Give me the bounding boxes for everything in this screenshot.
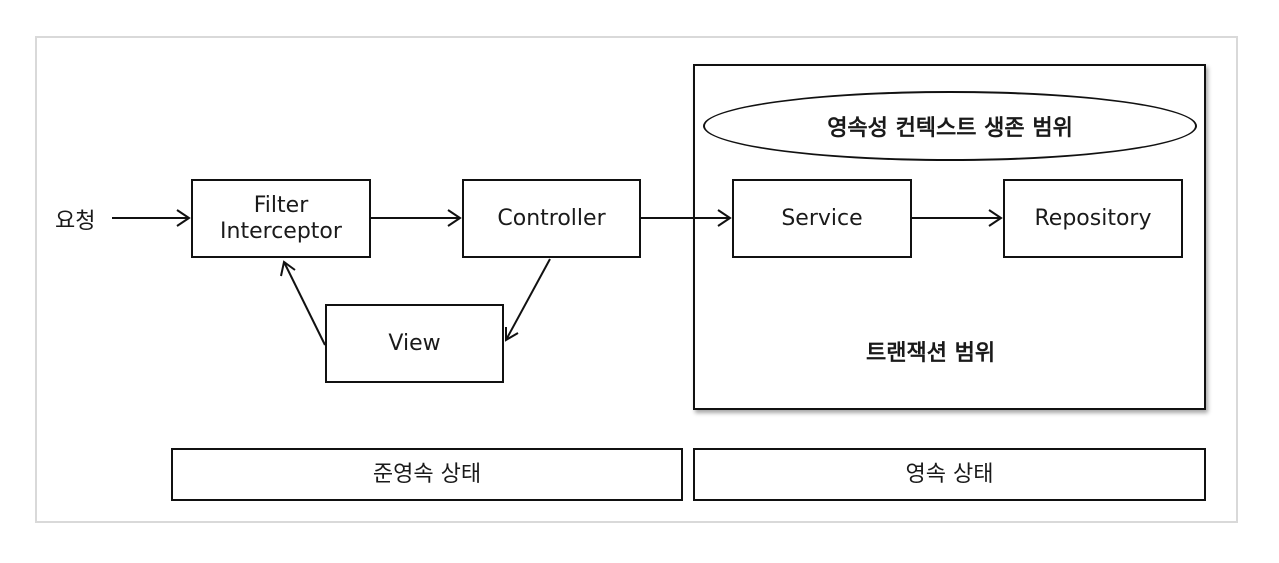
view-node: View bbox=[325, 304, 504, 383]
quasi-persistent-state-bar: 준영속 상태 bbox=[171, 448, 683, 501]
repository-node: Repository bbox=[1003, 179, 1183, 258]
interceptor-label: Interceptor bbox=[220, 218, 342, 244]
service-label: Service bbox=[781, 205, 863, 231]
view-label: View bbox=[388, 330, 441, 356]
repository-label: Repository bbox=[1034, 205, 1152, 231]
persistent-state-bar: 영속 상태 bbox=[693, 448, 1206, 501]
controller-label: Controller bbox=[497, 205, 606, 231]
persistent-state-label: 영속 상태 bbox=[905, 461, 994, 487]
filter-label: Filter bbox=[253, 192, 309, 218]
diagram-frame bbox=[35, 36, 1238, 523]
arrow-controller-to-view bbox=[505, 258, 551, 341]
persistence-context-label: 영속성 컨텍스트 생존 범위 bbox=[827, 116, 1073, 141]
request-label: 요청 bbox=[55, 209, 96, 234]
persistence-context-scope: 영속성 컨텍스트 생존 범위 bbox=[703, 91, 1197, 161]
controller-node: Controller bbox=[462, 179, 641, 258]
filter-interceptor-node: Filter Interceptor bbox=[191, 179, 371, 258]
arrow-view-to-filter bbox=[283, 261, 326, 346]
transaction-scope-label: 트랜잭션 범위 bbox=[866, 341, 996, 366]
quasi-persistent-state-label: 준영속 상태 bbox=[372, 461, 482, 487]
service-node: Service bbox=[732, 179, 912, 258]
